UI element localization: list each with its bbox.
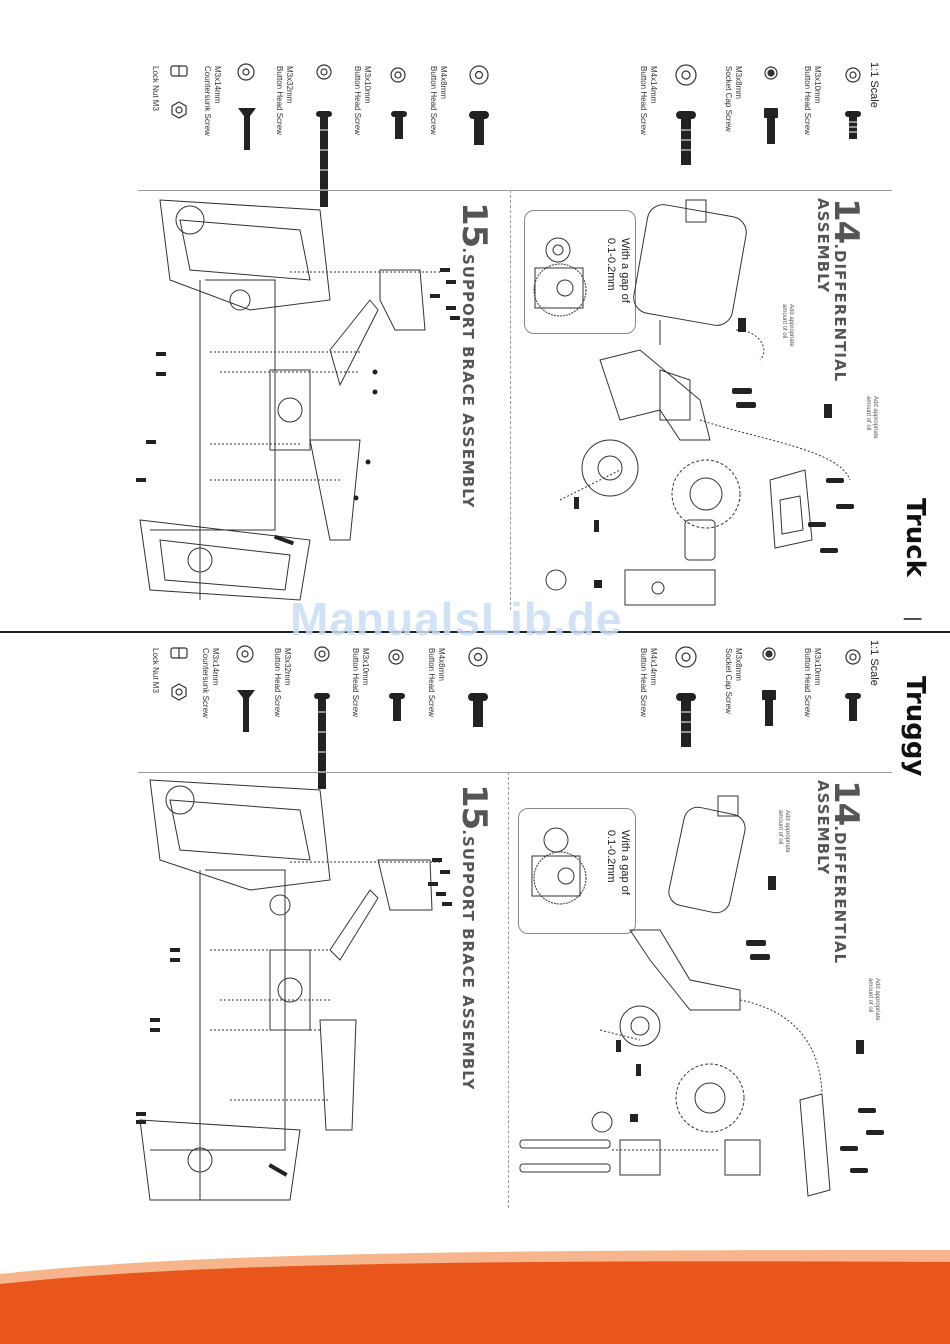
truggy-support-brace-drawing [136, 779, 452, 1201]
truck-step-divider [510, 190, 511, 610]
truck-differential-drawing [533, 199, 854, 606]
watermark: ManualsLib.de [290, 593, 623, 645]
truggy-differential-drawing [519, 795, 884, 1197]
truggy-step-divider [508, 772, 509, 1208]
truggy-separator-line-2 [512, 772, 892, 773]
section-divider [0, 631, 950, 633]
truggy-gap-callout [518, 808, 636, 934]
truck-gap-callout [524, 210, 636, 334]
truggy-parts-icons [170, 645, 861, 789]
truggy-separator-line [138, 772, 558, 773]
footer-band [0, 1250, 950, 1344]
truck-parts-icons [170, 63, 861, 207]
truck-separator-line [138, 190, 558, 191]
truck-support-brace-drawing [136, 199, 460, 601]
truck-separator-line-2 [512, 190, 892, 191]
